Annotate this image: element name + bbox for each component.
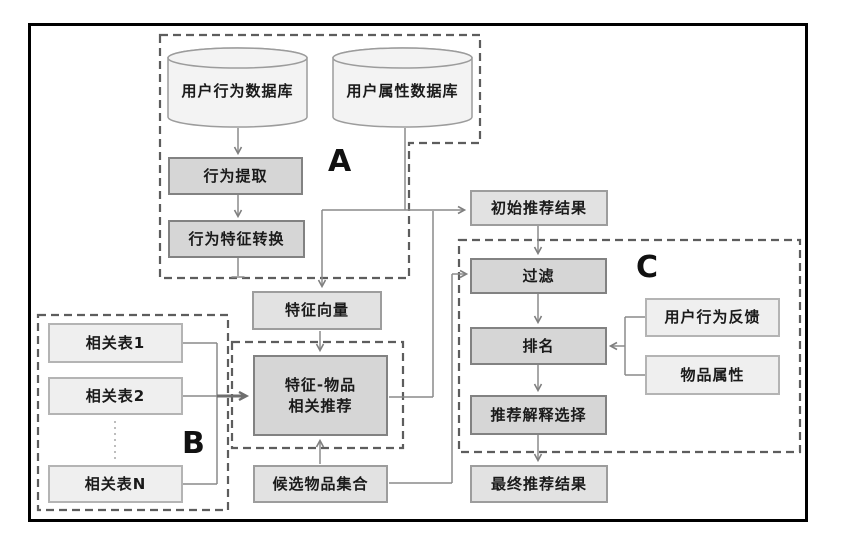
node-initial-recommend-result: 初始推荐结果 [470, 190, 608, 226]
node-user-behavior-db: 用户行为数据库 [181, 82, 294, 100]
node-feature-item-recommend: 特征-物品 相关推荐 [253, 355, 388, 436]
node-related-table-2: 相关表2 [48, 377, 183, 415]
node-behavior-extraction: 行为提取 [168, 157, 303, 195]
region-label-c: C [636, 250, 659, 285]
region-a-outline [158, 33, 482, 280]
region-b-outline [36, 313, 230, 512]
node-item-attributes: 物品属性 [645, 355, 780, 395]
node-related-table-n: 相关表N [48, 465, 183, 503]
node-filter: 过滤 [470, 258, 607, 294]
node-user-behavior-feedback: 用户行为反馈 [645, 298, 780, 337]
node-behavior-feature-conversion: 行为特征转换 [168, 220, 305, 258]
node-user-attribute-db: 用户属性数据库 [346, 82, 459, 100]
node-feature-vector: 特征向量 [252, 291, 382, 330]
outer-frame [28, 23, 808, 522]
user-attribute-db-cylinder [332, 47, 473, 128]
region-c-outline [457, 238, 802, 454]
node-explanation-selection: 推荐解释选择 [470, 395, 607, 435]
node-candidate-item-set: 候选物品集合 [253, 465, 388, 503]
node-ranking: 排名 [470, 327, 607, 365]
user-behavior-db-cylinder [167, 47, 308, 128]
region-label-a: A [328, 144, 352, 179]
region-label-b: B [182, 426, 205, 461]
node-final-recommend-result: 最终推荐结果 [470, 465, 608, 503]
node-related-table-1: 相关表1 [48, 323, 183, 363]
